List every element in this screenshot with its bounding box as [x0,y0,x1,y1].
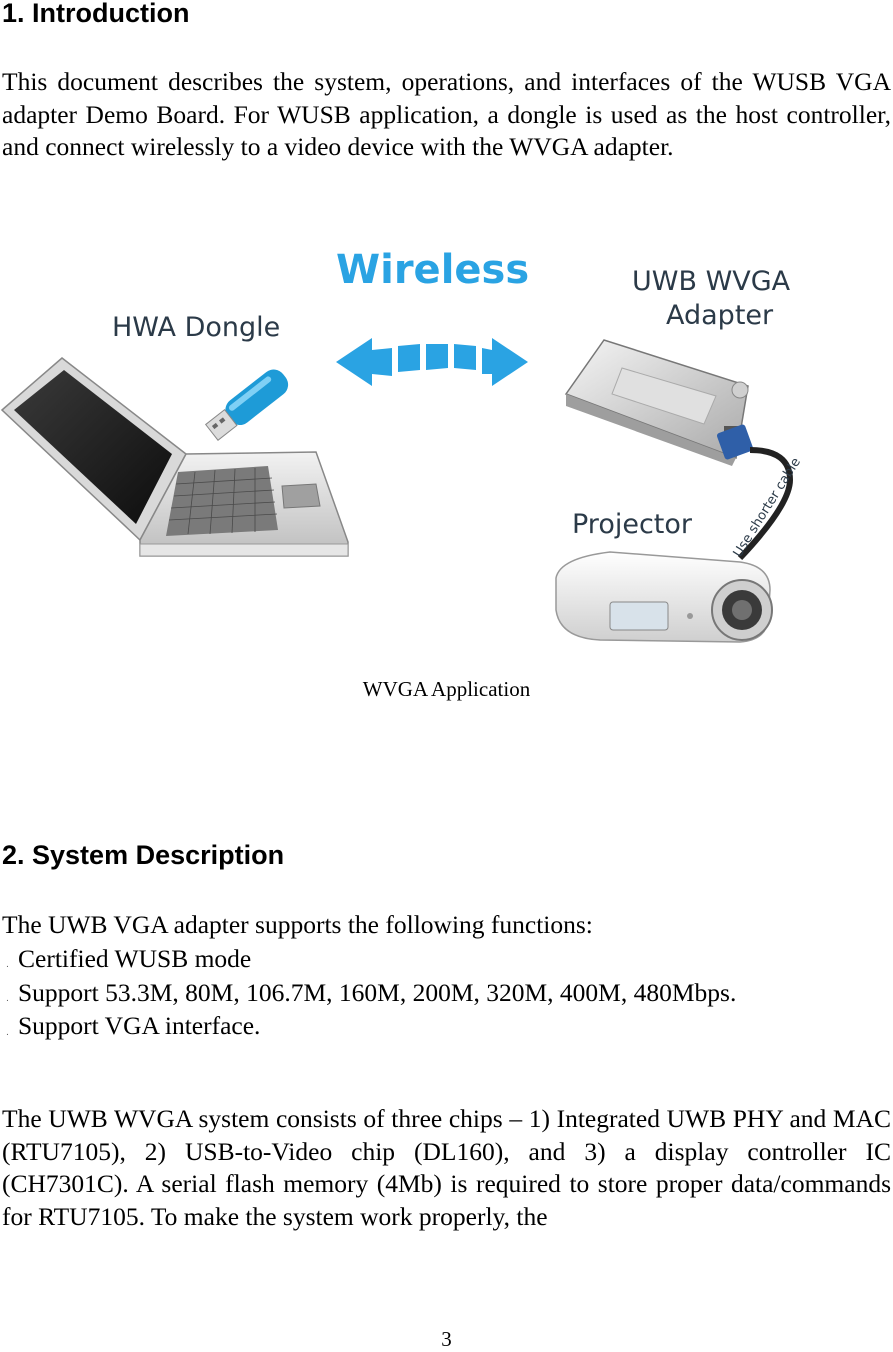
bullet-item: Certified WUSB mode [18,944,252,973]
functions-intro: The UWB VGA adapter supports the followi… [2,910,593,939]
cable-note-label: Use shorter cable [731,455,804,560]
laptop-icon [0,357,349,557]
wvga-application-figure: Wireless HWA Dongle [0,247,804,643]
bullet-item: Support VGA interface. [18,1011,261,1040]
figure-caption: WVGA Application [362,677,531,701]
wireless-label: Wireless [336,247,529,293]
bullet-marker: . [6,994,9,1004]
page-number: 3 [441,1327,452,1351]
vga-cable-icon [716,424,794,561]
bullet-item: Support 53.3M, 80M, 106.7M, 160M, 200M, … [18,978,737,1007]
projector-icon [555,551,773,643]
system-paragraph: The UWB WVGA system consists of three ch… [2,1104,891,1232]
uwb-wvga-adapter-icon [564,339,749,466]
section-heading-system-description: 2. System Description [2,840,285,870]
hwa-dongle-label: HWA Dongle [112,312,280,343]
section-heading-introduction: 1. Introduction [2,0,190,28]
adapter-label-line1: UWB WVGA [632,266,791,297]
projector-label: Projector [572,509,693,540]
wireless-arrow-icon [336,338,528,386]
usb-dongle-icon [204,369,289,441]
adapter-label-line2: Adapter [666,300,774,331]
bullet-marker: . [6,960,9,970]
bullet-marker: . [6,1028,9,1038]
intro-paragraph: This document describes the system, oper… [2,67,891,162]
